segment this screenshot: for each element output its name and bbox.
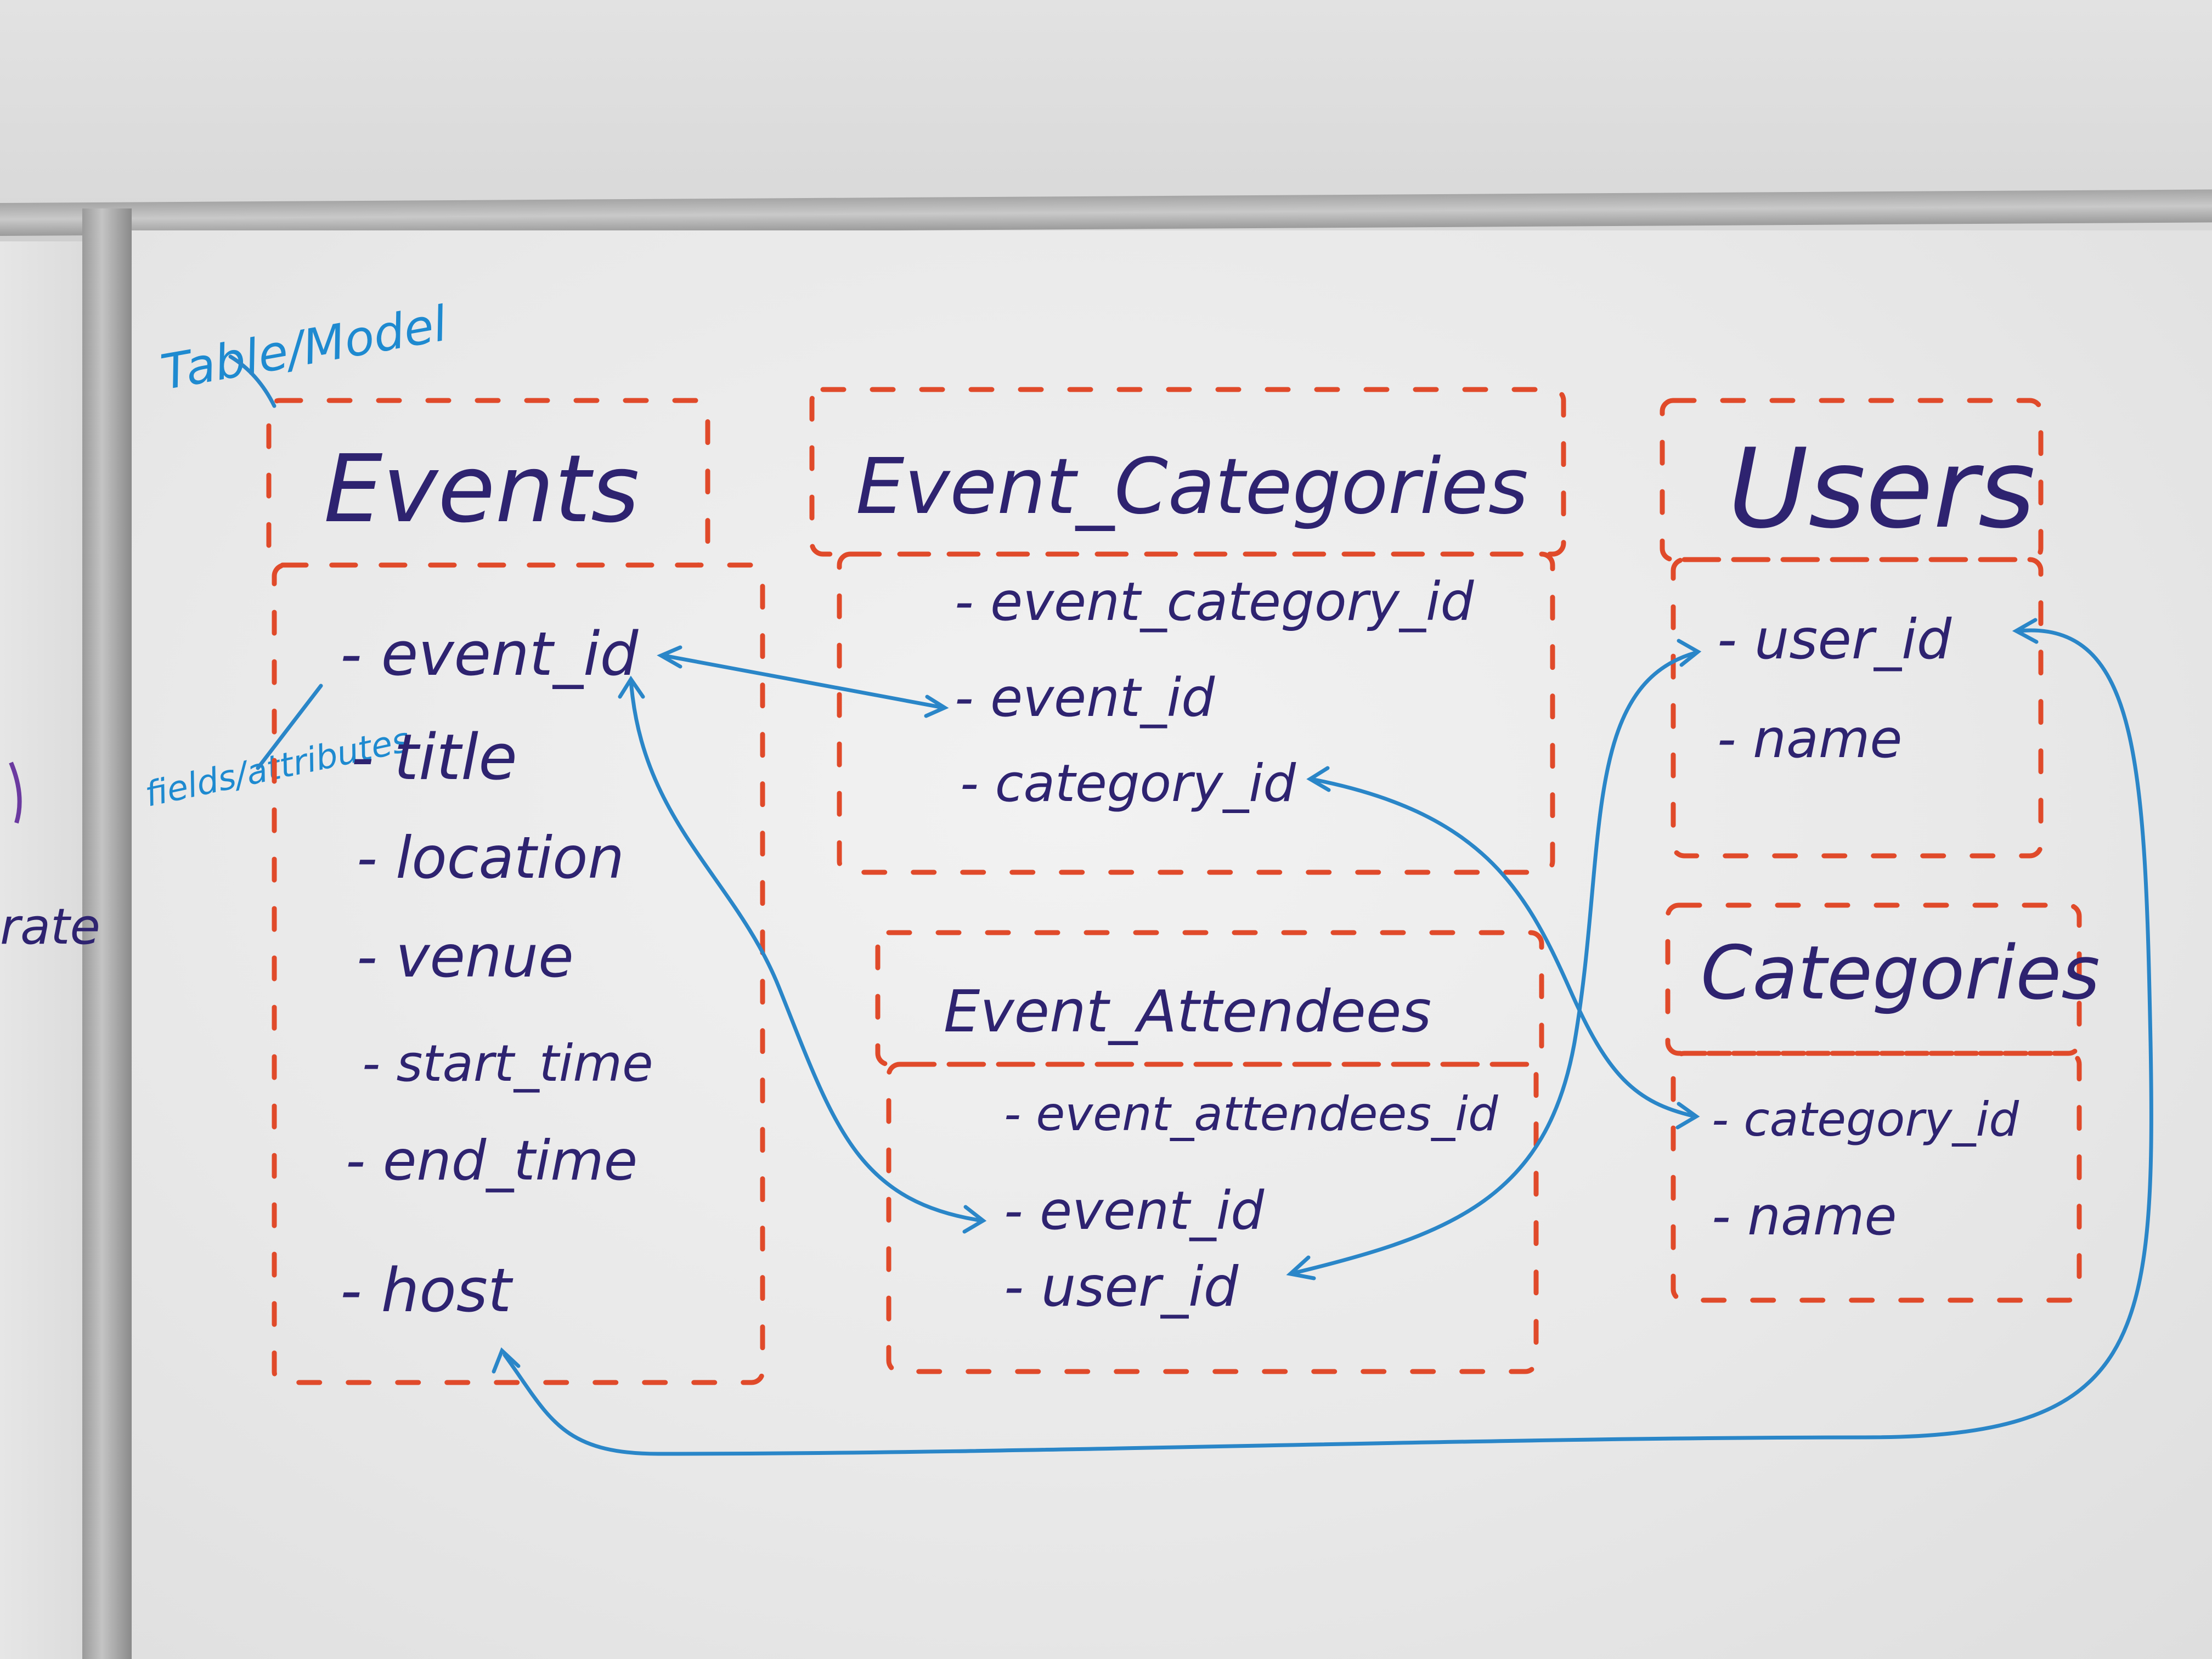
events-field-event-id: - event_id (340, 619, 639, 689)
arrowhead-event-attendees-event-id (962, 1205, 987, 1234)
table-users: Users - user_id - name (1660, 398, 2044, 859)
table-event-categories-header-box (809, 387, 1566, 557)
users-field-user-id: - user_id (1717, 607, 1952, 672)
events-field-end-time: - end_time (346, 1128, 637, 1193)
event-attendees-field-user-id: - user_id (1004, 1255, 1239, 1319)
table-event-categories-title: Event_Categories (856, 442, 1528, 532)
event-attendees-field-event-attendees-id: - event_attendees_id (1004, 1087, 1498, 1142)
arrowhead-event-categories-category-id (1306, 766, 1331, 792)
arrowhead-events-host (492, 1347, 521, 1374)
events-field-start-time: - start_time (362, 1034, 653, 1093)
left-fragment-text: rate (0, 898, 100, 956)
annotation-table-model-text: Table/Model (157, 295, 452, 401)
whiteboard (132, 230, 2212, 1659)
event-attendees-field-event-id: - event_id (1004, 1180, 1265, 1242)
events-field-title: - title (351, 721, 517, 794)
arrowhead-categories-category-id (1675, 1102, 1700, 1130)
table-categories-body-box (1671, 1051, 2082, 1303)
connector-events-host-users (503, 628, 2153, 1456)
table-events: Events - event_id - title - location - v… (266, 398, 765, 1385)
table-events-title: Events (324, 435, 640, 544)
annotation-fields-attributes-pointer (256, 684, 323, 770)
table-categories: Categories - category_id - name (1665, 902, 2100, 1303)
users-field-name: - name (1717, 708, 1902, 770)
arrowhead-events-event-id-down (618, 675, 645, 699)
table-users-body-box (1671, 557, 2044, 859)
whiteboard-side-rail (82, 208, 132, 1659)
relationship-connectors (492, 618, 2153, 1456)
annotation-table-model: Table/Model (157, 295, 452, 408)
table-event-categories: Event_Categories - event_category_id - e… (809, 387, 1566, 875)
table-event-attendees-body-box (886, 1062, 1539, 1374)
event-categories-field-event-id: - event_id (955, 667, 1215, 729)
arrowhead-events-event-id-right (657, 645, 682, 669)
arrowhead-users-user-id-right (2012, 618, 2039, 644)
connector-events-event-categories (662, 653, 946, 710)
adjacent-whiteboard (0, 241, 82, 1659)
table-categories-header-box (1665, 902, 2082, 1056)
events-field-location: - location (357, 825, 624, 891)
connector-event-attendees-users (1293, 651, 1697, 1275)
table-categories-title: Categories (1701, 930, 2100, 1016)
arrowhead-event-categories-event-id (924, 695, 949, 718)
annotation-table-model-pointer (228, 354, 276, 408)
left-fragment-stroke (9, 761, 22, 824)
events-field-venue: - venue (357, 923, 574, 990)
events-field-host: - host (340, 1255, 514, 1325)
categories-field-name: - name (1712, 1186, 1897, 1247)
categories-field-category-id: - category_id (1712, 1092, 2019, 1147)
table-event-attendees: Event_Attendees - event_attendees_id - e… (875, 930, 1544, 1374)
table-event-attendees-title: Event_Attendees (944, 978, 1431, 1045)
event-categories-field-event-category-id: - event_category_id (955, 571, 1475, 633)
table-users-title: Users (1728, 425, 2035, 553)
table-events-body-box (272, 562, 765, 1385)
table-event-categories-body-box (837, 551, 1555, 875)
connector-event-categories-categories (1309, 777, 1697, 1119)
connector-events-event-attendees (629, 678, 984, 1223)
arrowhead-users-user-id-left (1677, 639, 1702, 667)
arrowhead-event-attendees-user-id (1286, 1255, 1316, 1280)
event-categories-field-category-id: - category_id (960, 754, 1296, 814)
